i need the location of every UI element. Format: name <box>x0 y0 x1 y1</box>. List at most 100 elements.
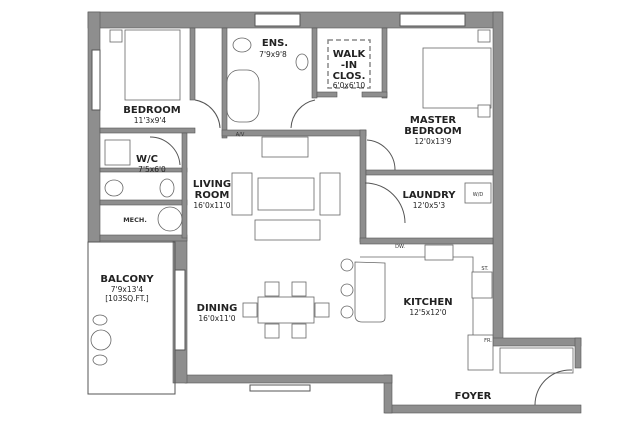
room-kitchen-name: KITCHEN <box>403 297 452 308</box>
room-balcony-size: 7'9x13'4 <box>111 285 144 294</box>
stool-icon <box>340 283 354 297</box>
room-bedroom-size: 11'3x9'4 <box>134 116 167 125</box>
toilet-icon <box>232 37 252 53</box>
wall-mech-top <box>99 199 188 206</box>
wall-closet-right <box>221 27 228 139</box>
chair-icon <box>291 281 307 297</box>
washer-dryer-icon <box>464 182 492 204</box>
wall-walkin-bottom-a <box>316 91 338 98</box>
chair-icon <box>264 281 280 297</box>
nightstand-icon <box>109 29 123 43</box>
kitchen-sink-icon <box>424 244 454 261</box>
wall-foyer-right <box>574 337 582 369</box>
armchair-left-icon <box>231 172 253 216</box>
balcony-outline <box>87 241 176 395</box>
room-walkin-name-2: -IN <box>341 60 357 71</box>
coffee-table-icon <box>257 177 315 211</box>
room-living-name-1: LIVING <box>193 179 231 190</box>
wall-right <box>492 11 504 346</box>
wall-kitchen-top <box>359 237 494 245</box>
wd-label: W/D <box>473 192 484 198</box>
wall-left <box>87 11 101 243</box>
ensuite-door-swing-icon <box>290 99 316 129</box>
room-master-name-2: BEDROOM <box>404 126 461 137</box>
wall-bottom-living <box>184 374 393 384</box>
window-bedroom <box>91 49 101 111</box>
closet-rod-icon <box>327 39 371 89</box>
master-nightstand2-icon <box>477 104 491 118</box>
stool-icon <box>340 258 354 272</box>
wall-bedroom-right <box>189 27 196 101</box>
wall-laundry-left <box>359 129 367 243</box>
kitchen-island-icon <box>354 256 474 335</box>
shower-icon <box>104 139 131 166</box>
room-master-name-1: MASTER <box>410 115 457 126</box>
wall-walkin-right <box>381 27 388 99</box>
st-label: ST. <box>481 266 489 272</box>
armchair-right-icon <box>319 172 341 216</box>
patio-chair-icon <box>92 314 108 326</box>
room-wc-size: 7'5x6'0 <box>138 165 166 174</box>
master-door-swing-icon <box>366 139 396 171</box>
sink-icon <box>295 53 309 71</box>
room-mech-name: MECH. <box>123 216 147 224</box>
wall-bottom-foyer <box>384 404 582 414</box>
room-dining-size: 16'0x11'0 <box>198 314 235 323</box>
dw-label: DW. <box>395 244 405 250</box>
water-heater-icon <box>157 206 183 232</box>
sofa-icon <box>254 219 321 241</box>
wall-wc-right <box>181 132 188 239</box>
fridge-icon <box>467 334 494 371</box>
wall-bedroom-bottom <box>99 127 196 134</box>
room-kitchen-size: 12'5x12'0 <box>409 308 446 317</box>
bathtub-icon <box>226 69 260 123</box>
window-dining <box>249 384 311 392</box>
window-master <box>399 13 466 27</box>
wc-door-swing-icon <box>149 136 181 166</box>
fr-label: FR. <box>484 338 492 344</box>
master-bed-icon <box>422 47 492 109</box>
room-laundry-name: LAUNDRY <box>403 190 457 201</box>
room-master-size: 12'0x13'9 <box>414 137 451 146</box>
bed-icon <box>124 29 181 101</box>
room-walkin-name-1: WALK <box>333 49 367 60</box>
room-wc-name: W/C <box>136 154 158 165</box>
chair-icon <box>264 323 280 339</box>
room-foyer-name: FOYER <box>455 391 492 402</box>
master-nightstand-icon <box>477 29 491 43</box>
laundry-door-swing-icon <box>364 182 406 224</box>
wall-foyer-step <box>492 337 582 347</box>
furniture <box>90 29 574 406</box>
chair-icon <box>242 302 258 318</box>
wall-mech-bottom <box>99 234 188 242</box>
av-label: A/V <box>236 132 245 138</box>
room-balcony-name: BALCONY <box>100 274 154 285</box>
patio-chair-icon <box>92 354 108 366</box>
room-living-name-2: ROOM <box>195 190 230 201</box>
room-balcony-area: [103SQ.FT.] <box>105 294 149 303</box>
stool-icon <box>340 305 354 319</box>
chair-icon <box>291 323 307 339</box>
entry-door-swing-icon <box>534 369 573 406</box>
room-walkin-size: 6'0x6'10 <box>333 81 366 90</box>
wall-laundry-top <box>365 169 494 176</box>
window-balcony-door <box>174 269 186 351</box>
room-ensuite-size: 7'9x9'8 <box>259 50 287 59</box>
room-laundry-size: 12'0x5'3 <box>413 201 446 210</box>
room-walkin-name-3: CLOS. <box>333 71 366 82</box>
bedroom-door-swing-icon <box>194 99 221 129</box>
stove-icon <box>471 271 493 299</box>
console-table-icon <box>261 136 309 158</box>
wc-sink-icon <box>104 179 124 197</box>
wall-walkin-left <box>311 27 318 99</box>
room-living-size: 16'0x11'0 <box>193 201 230 210</box>
windows <box>91 13 466 392</box>
wall-walkin-bottom-b <box>361 91 388 98</box>
window-ensuite <box>254 13 301 27</box>
chair-icon <box>314 302 330 318</box>
wc-toilet-icon <box>159 178 175 198</box>
foyer-closet-icon <box>499 347 574 374</box>
room-dining-name: DINING <box>197 303 238 314</box>
patio-table-icon <box>90 329 112 351</box>
